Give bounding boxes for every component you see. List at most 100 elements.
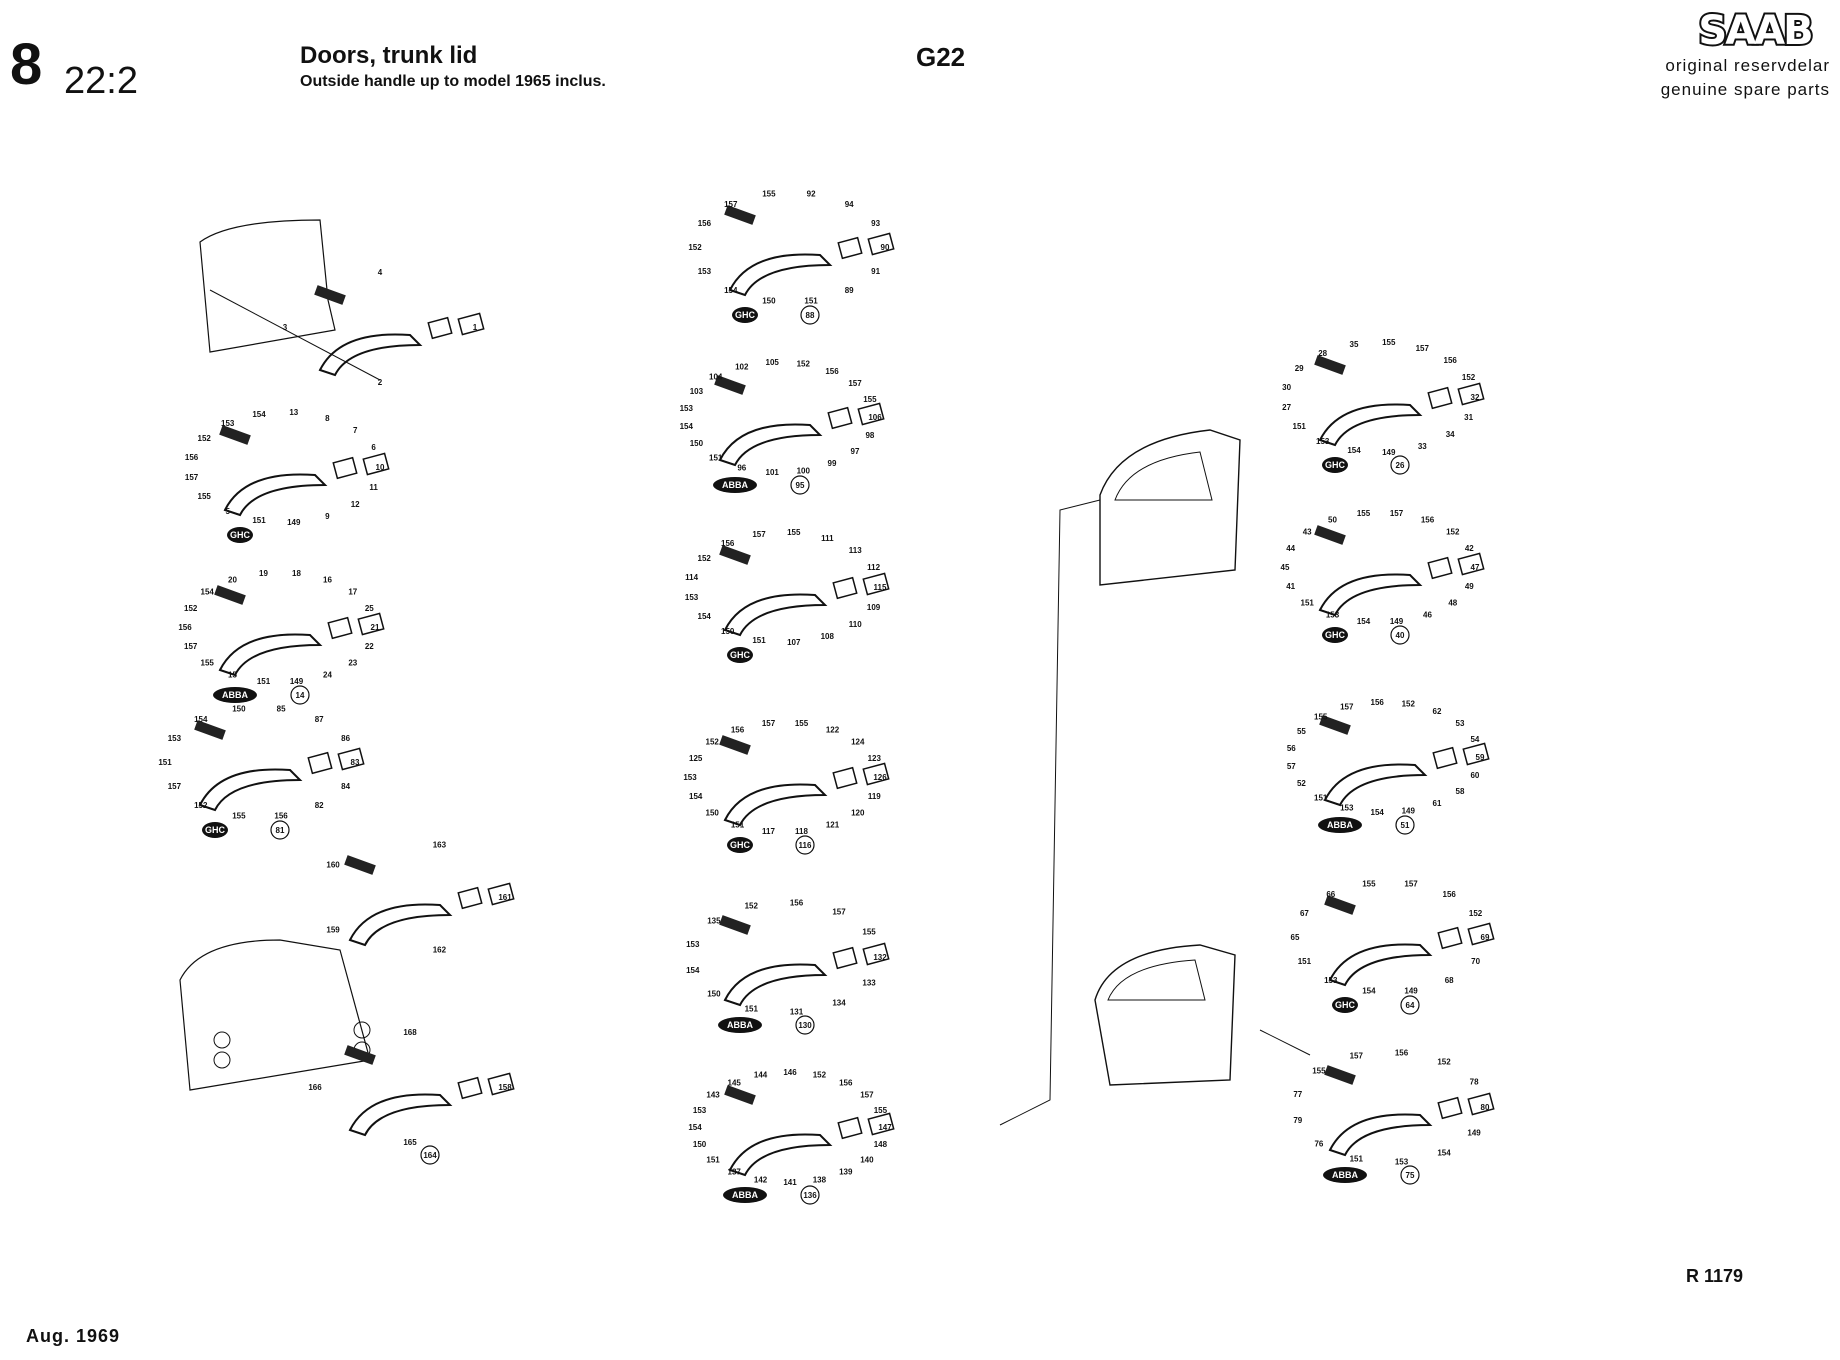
spring bbox=[1314, 525, 1346, 545]
leader-line bbox=[209, 289, 381, 381]
part-number-label: 143 bbox=[706, 1091, 720, 1100]
part-number-label: 153 bbox=[1340, 803, 1354, 812]
spring bbox=[1324, 1065, 1356, 1085]
part-number-label: 153 bbox=[680, 404, 694, 413]
part-number-label: 157 bbox=[185, 473, 199, 482]
reference-number: R 1179 bbox=[1686, 1266, 1744, 1286]
part-number-label: 150 bbox=[721, 627, 735, 636]
part-number-label: 113 bbox=[849, 546, 862, 555]
part-number-label: 155 bbox=[1362, 879, 1376, 888]
part-number-label: 100 bbox=[797, 466, 811, 475]
part-number-label: 27 bbox=[1282, 403, 1291, 412]
handle-body bbox=[318, 333, 423, 377]
part-number-label: 154 bbox=[194, 715, 208, 724]
group-number-circle bbox=[290, 685, 310, 705]
part-number-label: 132 bbox=[873, 953, 887, 962]
group-number-label: 88 bbox=[806, 311, 815, 320]
part-number-label: 144 bbox=[754, 1071, 768, 1080]
manufacturer-label: ABBA bbox=[732, 1190, 758, 1200]
part-number-label: 85 bbox=[277, 704, 286, 713]
part-number-label: 155 bbox=[863, 395, 877, 404]
part-number-label: 166 bbox=[308, 1083, 322, 1092]
part-number-label: 139 bbox=[839, 1168, 853, 1177]
manufacturer-badge bbox=[713, 477, 757, 493]
part-number-label: 151 bbox=[752, 636, 766, 645]
group-number-circle bbox=[1390, 455, 1410, 475]
part-number-label: 101 bbox=[766, 468, 780, 477]
part-number-label: 114 bbox=[685, 573, 698, 582]
handle-body bbox=[723, 783, 828, 827]
part-number-label: 76 bbox=[1314, 1140, 1323, 1149]
door-window-rear bbox=[1107, 959, 1206, 1001]
part-number-label: 154 bbox=[680, 422, 694, 431]
spring bbox=[714, 375, 746, 395]
saab-logo: SAAB bbox=[1680, 8, 1830, 52]
group-number-label: 75 bbox=[1406, 1171, 1415, 1180]
handle-body bbox=[198, 768, 303, 812]
page-title: Doors, trunk lid bbox=[300, 42, 478, 69]
part-number-label: 155 bbox=[1357, 509, 1371, 518]
part-number-label: 155 bbox=[862, 927, 876, 936]
part-number-label: 153 bbox=[698, 267, 712, 276]
part-number-label: 156 bbox=[698, 219, 712, 228]
group-number-label: 95 bbox=[796, 481, 805, 490]
part-number-label: 154 bbox=[201, 588, 215, 597]
car-rear-sketch bbox=[179, 939, 371, 1091]
part-number-label: 17 bbox=[348, 588, 357, 597]
part-number-label: 66 bbox=[1326, 890, 1335, 899]
part-number-label: 157 bbox=[724, 200, 738, 209]
part-number-label: 46 bbox=[1423, 611, 1432, 620]
part-number-label: 155 bbox=[1382, 338, 1396, 347]
part-number-label: 103 bbox=[690, 387, 704, 396]
part-number-label: 140 bbox=[860, 1155, 874, 1164]
group-number-label: 164 bbox=[423, 1151, 437, 1160]
manufacturer-badge bbox=[202, 822, 228, 838]
gasket-plate bbox=[457, 886, 483, 910]
part-number-label: 23 bbox=[348, 658, 357, 667]
mounting-bracket bbox=[1457, 382, 1485, 406]
part-number-label: 154 bbox=[1371, 808, 1385, 817]
part-number-label: 112 bbox=[867, 563, 880, 572]
part-number-label: 157 bbox=[848, 379, 862, 388]
part-number-label: 5 bbox=[225, 507, 230, 516]
manufacturer-label: GHC bbox=[205, 825, 226, 835]
part-number-label: 33 bbox=[1418, 442, 1427, 451]
handle-body bbox=[348, 903, 453, 947]
mounting-bracket bbox=[1467, 1092, 1495, 1116]
part-number-label: 156 bbox=[839, 1079, 853, 1088]
part-number-label: 97 bbox=[851, 447, 860, 456]
part-number-label: 153 bbox=[683, 773, 697, 782]
manufacturer-label: GHC bbox=[735, 310, 756, 320]
mounting-bracket bbox=[857, 402, 885, 426]
handle-body bbox=[218, 633, 323, 677]
section-number-major: 8 bbox=[10, 32, 43, 97]
part-number-label: 154 bbox=[688, 1123, 702, 1132]
gasket-plate bbox=[837, 1116, 863, 1140]
part-number-label: 49 bbox=[1465, 582, 1474, 591]
part-number-label: 153 bbox=[1395, 1158, 1409, 1167]
manufacturer-label: ABBA bbox=[727, 1020, 753, 1030]
handle-body bbox=[1318, 403, 1423, 447]
part-number-label: 147 bbox=[878, 1123, 892, 1132]
part-number-label: 150 bbox=[232, 704, 246, 713]
part-number-label: 157 bbox=[860, 1091, 874, 1100]
spring bbox=[724, 205, 756, 225]
part-number-label: 86 bbox=[341, 734, 350, 743]
group-number-label: 51 bbox=[1401, 821, 1410, 830]
part-number-label: 12 bbox=[351, 500, 360, 509]
part-number-label: 31 bbox=[1464, 413, 1473, 422]
part-number-label: 16 bbox=[323, 575, 332, 584]
group-number-circle bbox=[1390, 625, 1410, 645]
gasket-plate bbox=[327, 616, 353, 640]
part-number-label: 107 bbox=[787, 638, 801, 647]
part-number-label: 11 bbox=[369, 483, 378, 492]
part-number-label: 150 bbox=[690, 439, 704, 448]
part-number-label: 157 bbox=[184, 642, 198, 651]
part-number-label: 156 bbox=[178, 623, 192, 632]
part-number-label: 150 bbox=[707, 990, 721, 999]
